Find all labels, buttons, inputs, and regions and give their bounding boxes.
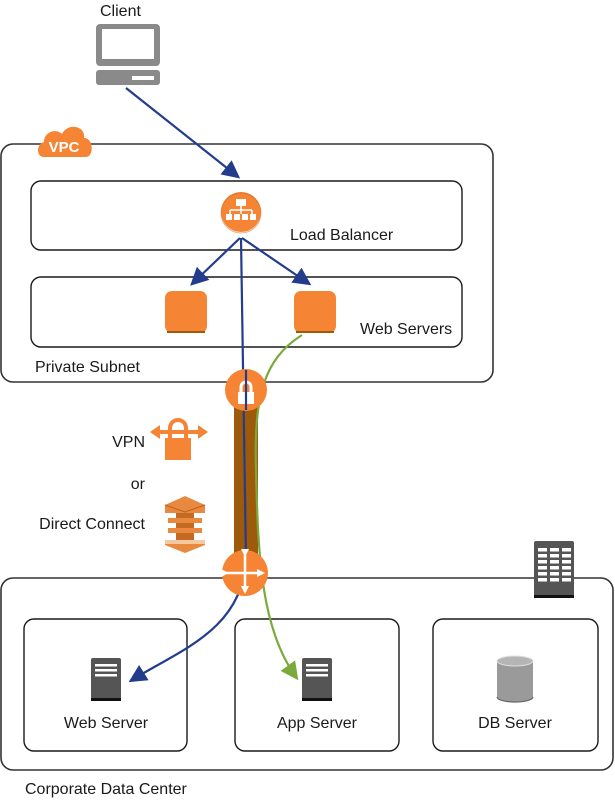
on-prem-db-server[interactable]: DB Server bbox=[432, 618, 599, 752]
building-window bbox=[538, 572, 547, 576]
database-icon bbox=[496, 655, 534, 703]
building-window bbox=[550, 548, 559, 552]
building-window bbox=[538, 548, 547, 552]
on-prem-app-server[interactable]: App Server bbox=[234, 618, 400, 752]
building-window bbox=[538, 566, 547, 570]
corporate-data-center-boundary bbox=[0, 577, 614, 771]
building-window bbox=[562, 548, 571, 552]
flow-lb-to-web-2 bbox=[241, 237, 312, 286]
building-window bbox=[550, 578, 559, 582]
load-balancer-label: Load Balancer bbox=[290, 227, 394, 244]
building-window bbox=[538, 554, 547, 558]
client-label: Client bbox=[100, 3, 141, 20]
building-window bbox=[562, 572, 571, 576]
ec2-instance-icon[interactable] bbox=[294, 291, 336, 333]
db-server-label: DB Server bbox=[478, 715, 552, 732]
or-label: or bbox=[131, 476, 146, 493]
building-window bbox=[562, 566, 571, 570]
vpn-label: VPN bbox=[112, 434, 145, 451]
vpc-badge: VPC bbox=[49, 139, 80, 156]
building-window bbox=[550, 560, 559, 564]
web-server-label: Web Server bbox=[64, 715, 149, 732]
building-window bbox=[550, 566, 559, 570]
flow-client-to-lb bbox=[125, 87, 241, 179]
corporate-data-center-label: Corporate Data Center bbox=[25, 781, 188, 798]
app-server-label: App Server bbox=[277, 715, 358, 732]
vpn-gateway-icon bbox=[150, 418, 208, 460]
load-balancer-subnet bbox=[30, 180, 463, 251]
on-prem-web-server[interactable]: Web Server bbox=[23, 618, 188, 752]
building-window bbox=[538, 560, 547, 564]
web-servers-subnet bbox=[30, 276, 463, 348]
building-window bbox=[538, 578, 547, 582]
flow-lb-to-web-1 bbox=[190, 237, 241, 286]
server-icon bbox=[91, 658, 121, 701]
customer-gateway-icon[interactable] bbox=[221, 549, 268, 596]
corporate-building-icon bbox=[534, 541, 574, 598]
building-window bbox=[562, 560, 571, 564]
ec2-instance-icon[interactable] bbox=[165, 291, 207, 333]
direct-connect-icon bbox=[164, 496, 206, 553]
load-balancer-icon[interactable] bbox=[220, 192, 262, 234]
building-window bbox=[562, 578, 571, 582]
direct-connect-label: Direct Connect bbox=[39, 516, 145, 533]
cloud-icon bbox=[38, 126, 92, 157]
building-window bbox=[562, 554, 571, 558]
web-servers-label: Web Servers bbox=[360, 321, 452, 338]
server-icon bbox=[302, 658, 332, 701]
flow-web-to-app bbox=[254, 334, 303, 681]
desktop-computer-icon bbox=[96, 24, 160, 85]
building-window bbox=[550, 554, 559, 558]
building-window bbox=[550, 572, 559, 576]
private-subnet-label: Private Subnet bbox=[35, 359, 141, 376]
